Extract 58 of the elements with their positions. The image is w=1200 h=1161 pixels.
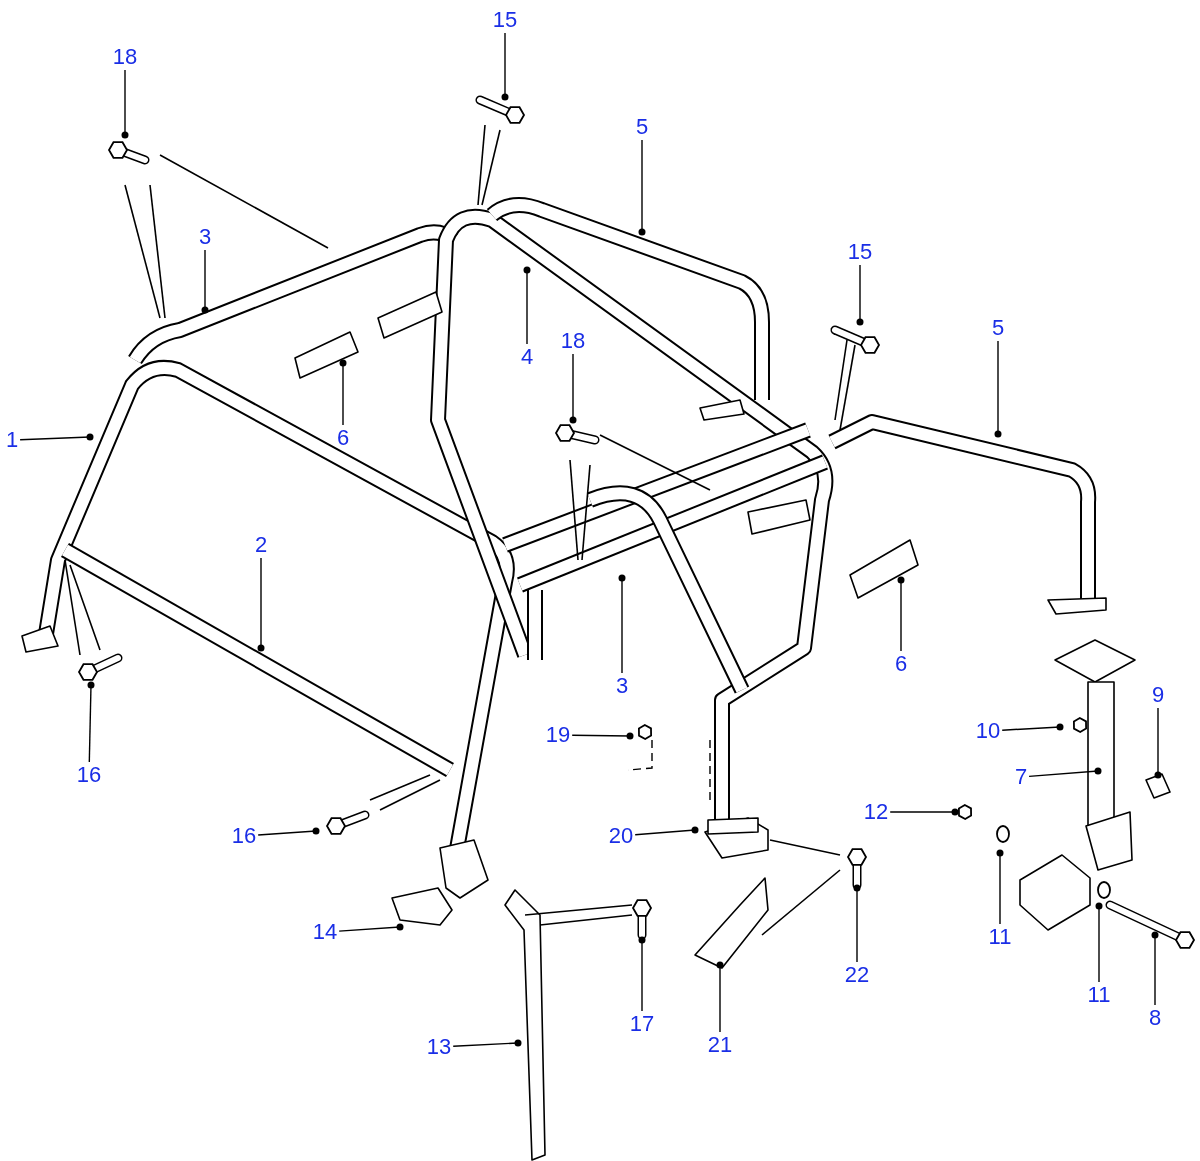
- leader-line: [87, 681, 95, 763]
- callout-number: 21: [705, 1032, 735, 1058]
- callout-number: 6: [334, 425, 352, 451]
- callout-number: 10: [973, 718, 1003, 744]
- leader-line: [638, 936, 646, 1012]
- leader-line: [1095, 902, 1103, 983]
- leader-line: [201, 249, 209, 314]
- leader-line: [523, 266, 531, 345]
- leader-line: [618, 574, 626, 674]
- callout-number: 11: [1085, 982, 1113, 1008]
- callout-number: 19: [543, 722, 573, 748]
- leader-line: [257, 827, 320, 836]
- callout-number: 13: [424, 1034, 454, 1060]
- leader-line: [853, 884, 861, 963]
- leader-line: [19, 433, 94, 441]
- leader-line: [339, 359, 347, 426]
- callout-number: 17: [627, 1011, 657, 1037]
- callout-number: 9: [1149, 682, 1167, 708]
- leader-line: [121, 69, 129, 139]
- leader-line: [716, 961, 724, 1033]
- leader-line: [501, 32, 509, 101]
- leader-line: [1151, 931, 1159, 1006]
- callout-number: 2: [252, 532, 270, 558]
- callout-number: 16: [229, 823, 259, 849]
- callout-number: 4: [518, 344, 536, 370]
- leader-line: [338, 923, 404, 932]
- leader-line: [1028, 767, 1102, 778]
- leader-line: [889, 808, 959, 816]
- callout-number: 1: [3, 427, 21, 453]
- leader-line: [634, 826, 699, 836]
- callout-number: 16: [74, 762, 104, 788]
- leader-line: [571, 732, 634, 740]
- callout-number: 18: [110, 44, 140, 70]
- callout-number: 3: [613, 673, 631, 699]
- leader-line: [1001, 723, 1064, 731]
- callout-number: 15: [845, 239, 875, 265]
- leader-line: [856, 264, 864, 326]
- leader-line: [638, 139, 646, 236]
- callout-number: 11: [986, 924, 1014, 950]
- callout-number: 20: [606, 823, 636, 849]
- callout-number: 5: [633, 114, 651, 140]
- callout-number: 3: [196, 224, 214, 250]
- leader-line: [996, 849, 1004, 925]
- leader-line: [994, 340, 1002, 438]
- leader-line: [1154, 707, 1162, 779]
- callout-number: 7: [1012, 764, 1030, 790]
- callout-number: 18: [558, 328, 588, 354]
- callout-number: 15: [490, 7, 520, 33]
- leader-line: [897, 576, 905, 652]
- leader-line: [569, 353, 577, 424]
- leader-line: [452, 1039, 522, 1047]
- callout-number: 12: [861, 799, 891, 825]
- callout-number: 5: [989, 315, 1007, 341]
- callout-number: 14: [310, 919, 340, 945]
- callout-number: 22: [842, 962, 872, 988]
- callout-number: 8: [1146, 1005, 1164, 1031]
- leader-line: [257, 557, 265, 652]
- callout-number: 6: [892, 651, 910, 677]
